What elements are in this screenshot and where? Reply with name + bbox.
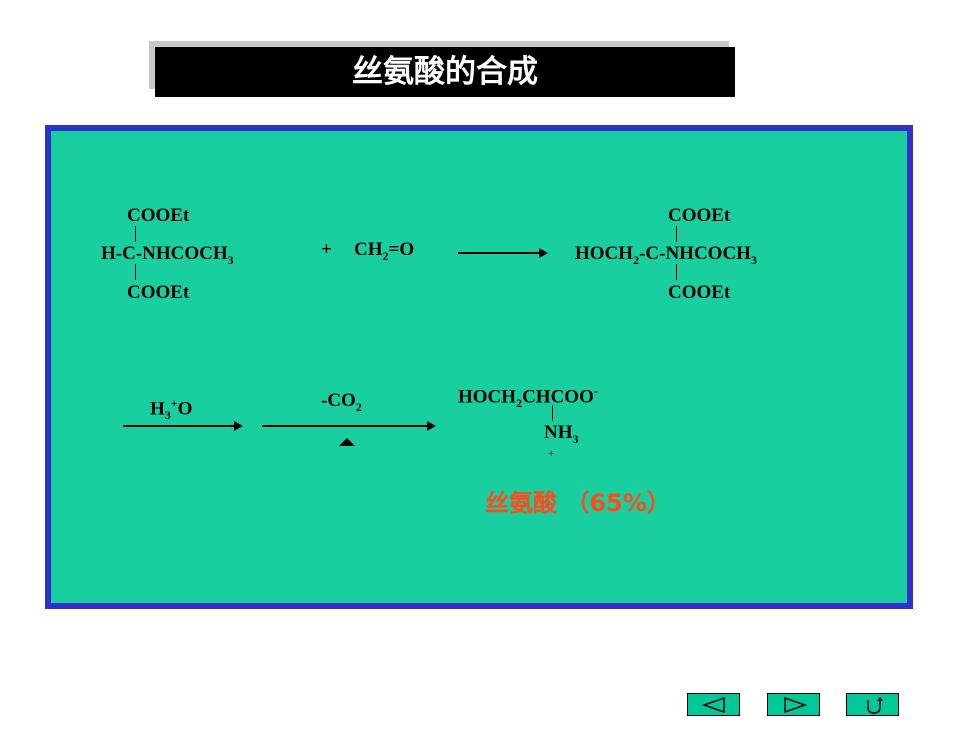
- next-button[interactable]: [767, 693, 820, 716]
- slide-title: 丝氨酸的合成: [155, 47, 735, 97]
- product1-top: COOEt: [668, 205, 731, 226]
- product1-bond-bottom: [676, 264, 677, 280]
- reactant-bottom: COOEt: [127, 282, 190, 303]
- return-button[interactable]: [846, 693, 899, 716]
- reactant-middle: H-C-NHCOCH3: [101, 243, 234, 267]
- triangle-left-icon: [701, 696, 725, 714]
- reactant-bond-top: [135, 226, 136, 242]
- step2-reagent: -CO2: [321, 390, 362, 414]
- step1-reagent: H3+O: [150, 396, 193, 423]
- product1-bottom: COOEt: [668, 282, 731, 303]
- product1-bond-top: [676, 226, 677, 242]
- product-name: 丝氨酸 （65%）: [485, 489, 671, 517]
- reactant-top: COOEt: [127, 205, 190, 226]
- serine-bond: [552, 405, 553, 421]
- reaction-arrow-1: [458, 248, 548, 258]
- serine-formula: HOCH2CHCOO-: [458, 384, 598, 411]
- amine-charge: +: [548, 448, 555, 460]
- reaction-arrow-2: [123, 421, 243, 431]
- reaction-arrow-3: [262, 421, 436, 431]
- product1-middle: HOCH2-C-NHCOCH3: [575, 243, 757, 267]
- serine-amine: NH3: [544, 422, 579, 446]
- reactant-bond-bottom: [135, 264, 136, 280]
- heat-triangle-icon: [339, 438, 355, 446]
- formaldehyde: CH2=O: [354, 239, 415, 263]
- plus-sign: +: [321, 239, 332, 260]
- content-panel: [45, 125, 913, 609]
- prev-button[interactable]: [687, 693, 740, 716]
- triangle-right-icon: [784, 696, 808, 714]
- u-turn-icon: [867, 697, 883, 714]
